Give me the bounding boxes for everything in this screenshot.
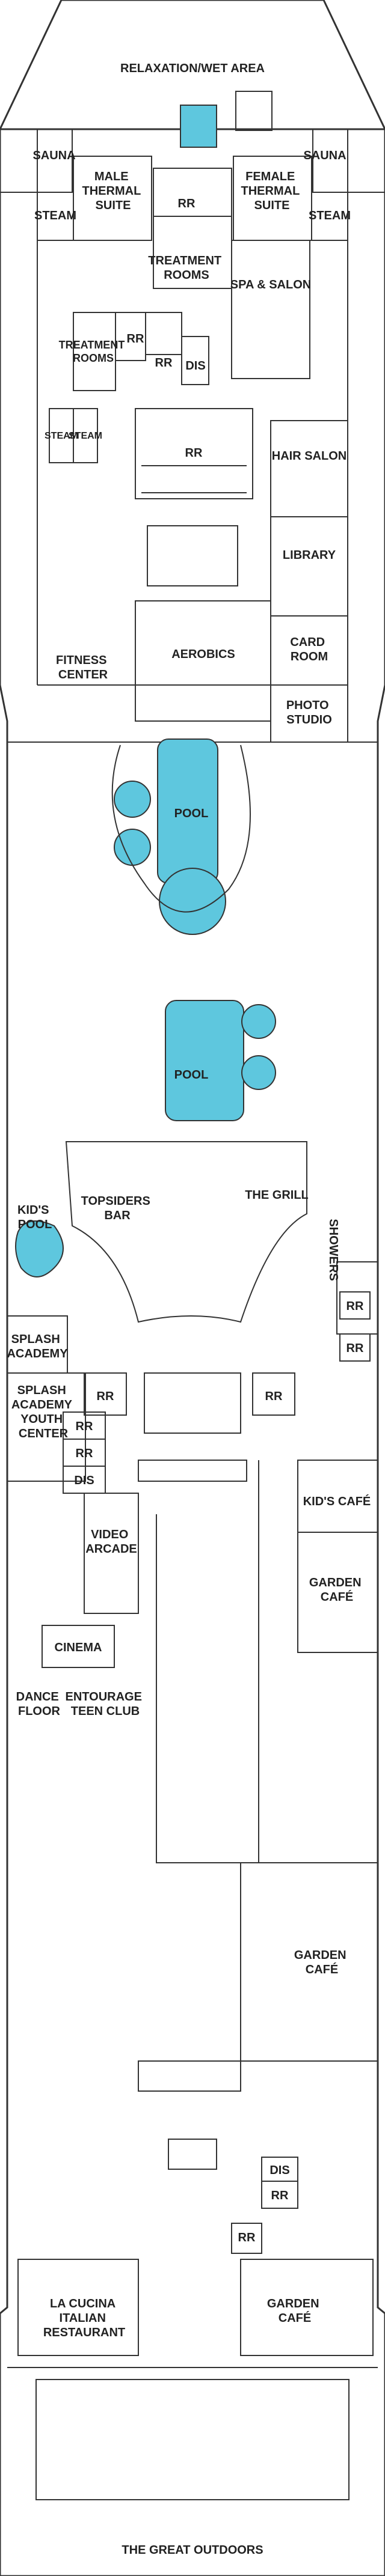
label-steam-right: STEAM (309, 209, 351, 222)
label-male-suite: MALE THERMAL SUITE (82, 170, 144, 212)
label-treatment-rooms-center: TREATMENT ROOMS (148, 254, 224, 282)
label-steam-box1: STEAM (45, 431, 78, 441)
label-steam-left: STEAM (34, 209, 76, 222)
label-showers: SHOWERS (327, 1219, 340, 1280)
label-card-room: CARD ROOM (290, 636, 328, 663)
label-rr-mid: RR (185, 446, 203, 460)
label-rr-list-1: RR (76, 1420, 93, 1433)
label-kids-cafe: KID'S CAFÉ (303, 1494, 371, 1508)
label-splash-academy: SPLASH ACADEMY (7, 1333, 68, 1360)
label-kids-pool: KID'S POOL (17, 1204, 52, 1231)
label-spa-salon: SPA & SALON (230, 278, 311, 291)
label-dis-aft: DIS (270, 2164, 289, 2177)
label-pool2: POOL (174, 1068, 209, 1082)
label-rr-list-2: RR (76, 1447, 93, 1460)
label-splash-academy-youth: SPLASH ACADEMY YOUTH CENTER (11, 1384, 75, 1440)
label-dis-spa: DIS (185, 359, 205, 373)
label-garden-cafe-1: GARDEN CAFÉ (309, 1576, 365, 1604)
label-library: LIBRARY (283, 549, 336, 562)
label-garden-cafe-3: GARDEN CAFÉ (267, 2297, 322, 2325)
label-relaxation: RELAXATION/WET AREA (120, 62, 265, 75)
label-treatment-rooms-vertical: TREATMENT ROOMS (59, 339, 128, 364)
label-rr-spa2: RR (155, 356, 173, 370)
label-rr-showers2: RR (346, 1342, 364, 1355)
label-rr-aft2: RR (238, 2231, 256, 2244)
label-rr-youth: RR (97, 1390, 114, 1403)
label-sauna-right: SAUNA (303, 149, 346, 162)
label-pool1: POOL (174, 807, 209, 820)
label-the-grill: THE GRILL (245, 1189, 309, 1202)
label-cinema: CINEMA (55, 1641, 102, 1654)
label-entourage: ENTOURAGE TEEN CLUB (66, 1690, 146, 1718)
label-rr-list-3: DIS (74, 1474, 94, 1487)
label-fitness-center: FITNESS CENTER (56, 654, 110, 681)
label-hair-salon: HAIR SALON (272, 449, 346, 463)
label-la-cucina: LA CUCINA ITALIAN RESTAURANT (43, 2297, 125, 2339)
label-rr-showers1: RR (346, 1300, 364, 1313)
label-dance-floor: DANCE FLOOR (16, 1690, 63, 1718)
label-rr-center: RR (265, 1390, 283, 1403)
label-photo-studio: PHOTO STUDIO (286, 699, 332, 726)
label-sauna-left: SAUNA (32, 149, 75, 162)
label-rr-spa: RR (127, 332, 144, 346)
label-video-arcade: VIDEO ARCADE (85, 1528, 137, 1556)
label-aerobics: AEROBICS (171, 648, 235, 661)
label-garden-cafe-2: GARDEN CAFÉ (294, 1949, 350, 1976)
label-topsiders-bar: TOPSIDERS BAR (81, 1195, 154, 1222)
label-steam-box2: STEAM (69, 431, 102, 441)
label-rr-aft1: RR (271, 2189, 289, 2202)
label-rr-top: RR (178, 197, 196, 210)
label-great-outdoors: THE GREAT OUTDOORS (122, 2544, 263, 2557)
label-female-suite: FEMALE THERMAL SUITE (241, 170, 303, 212)
